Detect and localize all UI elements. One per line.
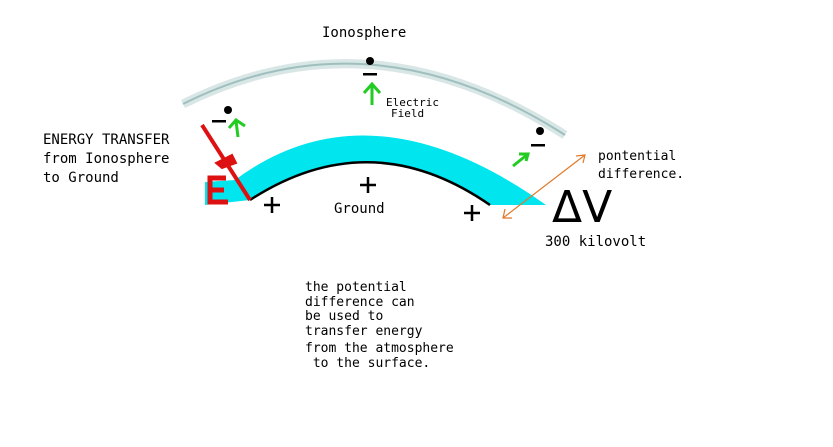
charges — [212, 57, 545, 147]
arrow-up-icon — [227, 118, 246, 138]
text-line: pontential — [598, 149, 677, 164]
text-line: transfer energy — [305, 323, 423, 339]
plus-signs — [264, 177, 480, 221]
text-line: from the atmosphere — [305, 341, 454, 356]
arrow-up-icon — [362, 81, 382, 105]
text-line: difference. — [598, 167, 685, 182]
ionosphere-label: Ionosphere — [322, 25, 407, 41]
text-line: ENERGY TRANSFER — [43, 132, 170, 148]
text-line: be used to — [305, 309, 384, 324]
minus-sign — [212, 120, 226, 123]
potential-measure-arrow — [502, 154, 586, 219]
potential-difference-label: pontential difference. — [598, 148, 684, 184]
explanation-note: the potential difference can be used to … — [305, 280, 454, 371]
energy-transfer-label: ENERGY TRANSFER from Ionosphere to Groun… — [43, 131, 169, 188]
voltage-label: 300 kilovolt — [545, 234, 647, 250]
arrowhead — [502, 208, 512, 219]
ground-surface-line — [249, 160, 491, 207]
ground-label: Ground — [334, 201, 385, 217]
charge-dot — [366, 57, 374, 65]
ionosphere-arc-line — [182, 62, 566, 136]
text-line: difference can — [305, 294, 415, 310]
electric-field-label: Field — [391, 107, 425, 120]
energy-transfer-mark — [200, 123, 252, 205]
arrowhead — [575, 154, 586, 164]
charge-dot — [536, 127, 544, 135]
minus-sign — [363, 73, 377, 76]
plus-sign — [264, 197, 280, 213]
energy-blob — [214, 153, 238, 170]
text-line: the potential — [305, 280, 407, 295]
delta-v-symbol: ΔV — [552, 182, 613, 233]
text-line: to the surface. — [305, 355, 431, 371]
charge-dot — [224, 106, 232, 114]
arrow-up-icon — [512, 152, 530, 168]
text-line: from Ionosphere — [43, 151, 170, 167]
plus-sign — [464, 205, 480, 221]
plus-sign — [360, 177, 376, 193]
energy-letter-e — [207, 175, 228, 205]
atmosphere-band — [205, 135, 546, 205]
electric-field-arrows — [227, 81, 530, 168]
minus-sign — [531, 144, 545, 147]
text-line: to Ground — [43, 170, 119, 186]
double-arrow — [502, 154, 586, 219]
electric-field-label: Electric — [386, 96, 439, 109]
